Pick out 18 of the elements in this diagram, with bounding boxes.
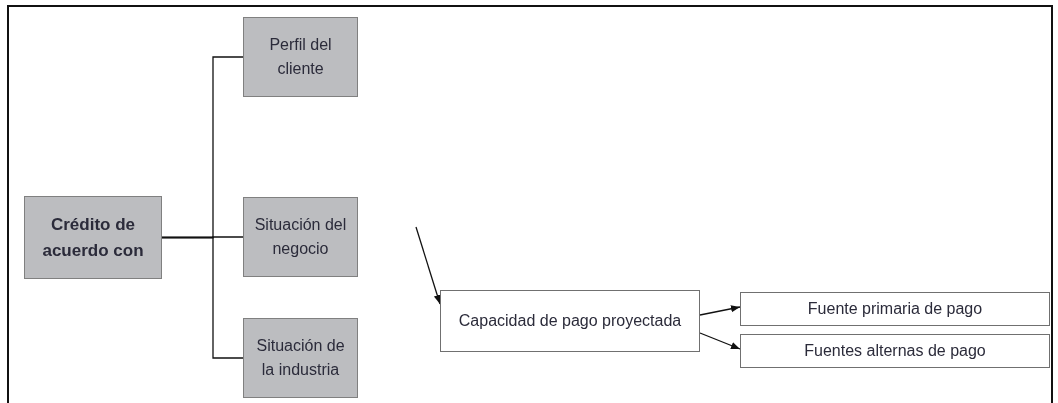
category-box	[24, 196, 162, 279]
arrow	[699, 305, 741, 316]
box-label: Crédito de acuerdo con	[41, 213, 145, 262]
category-box	[243, 197, 358, 277]
text-box	[740, 334, 1050, 368]
box-label: Situación de la industria	[255, 336, 346, 380]
connector-line	[161, 236, 244, 359]
arrow	[415, 226, 441, 305]
box-label: Perfil del cliente	[268, 35, 333, 79]
box-label: Fuente primaria de pago	[807, 299, 983, 319]
arrow	[699, 332, 741, 350]
category-box	[243, 17, 358, 97]
text-box	[740, 292, 1050, 326]
box-label: Situación del negocio	[253, 215, 348, 259]
category-box	[243, 318, 358, 398]
text-box	[440, 290, 700, 352]
box-label: Capacidad de pago proyectada	[458, 311, 682, 331]
box-label: Fuentes alternas de pago	[804, 341, 986, 361]
